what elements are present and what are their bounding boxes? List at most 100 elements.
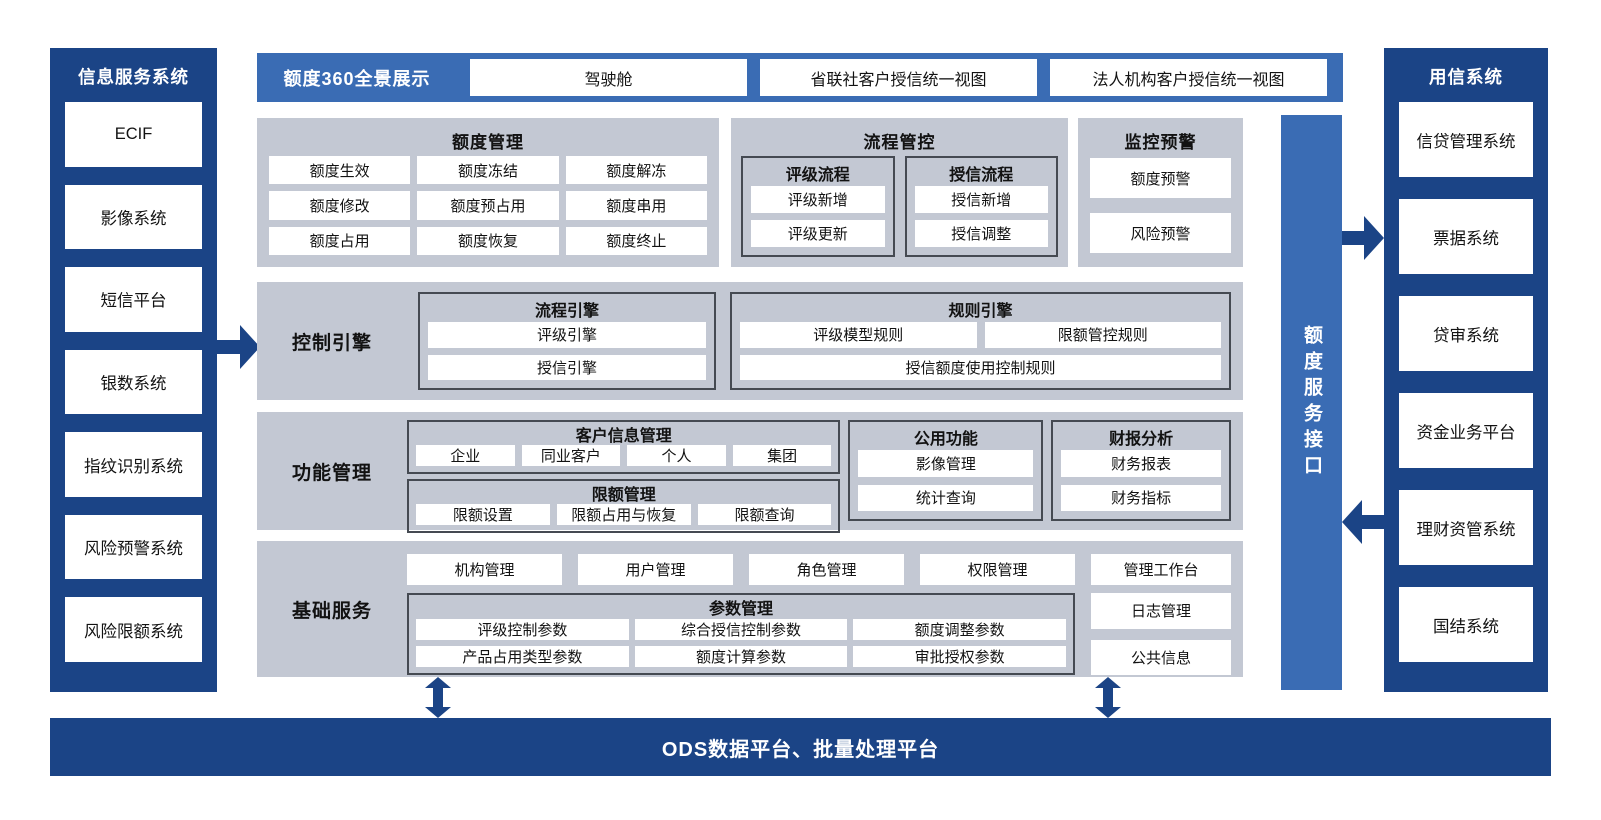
list-item: 评级更新 [751, 220, 885, 247]
overview-bar-title: 额度360全景展示 [283, 68, 431, 89]
left-arrow-icon [1342, 500, 1384, 544]
arrow-shaft [433, 688, 443, 707]
list-item: 权限管理 [920, 554, 1075, 585]
list-item: 授信调整 [914, 220, 1048, 247]
block-title: 流程管控 [863, 132, 936, 152]
group-title: 规则引擎 [948, 303, 1013, 320]
list-item: 国结系统 [1399, 587, 1533, 662]
monitoring-block: 监控预警 额度预警 风险预警 [1078, 118, 1243, 267]
info-service-title: 信息服务系统 [78, 67, 189, 87]
list-item: 短信平台 [65, 267, 202, 332]
list-item: 额度解冻 [565, 156, 707, 185]
list-item: 授信引擎 [428, 354, 706, 380]
list-item: 风险限额系统 [65, 597, 202, 663]
list-item: 额度预占用 [417, 191, 559, 220]
function-management-content: 客户信息管理 企业 同业客户 个人 集团 限额管理 限额设置 限额占用与恢复 限… [407, 412, 1243, 533]
rule-engine-bottom-row: 授信额度使用控制规则 [740, 354, 1221, 380]
right-arrow-icon [215, 325, 260, 369]
list-item: 审批授权参数 [853, 646, 1066, 667]
list-item: 风险预警系统 [65, 514, 202, 580]
group-items: 评级新增 评级更新 [751, 186, 885, 247]
list-item: 额度终止 [565, 226, 707, 255]
group-items: 财务报表 财务指标 [1061, 450, 1221, 511]
list-item: ECIF [65, 102, 202, 167]
list-item: 限额管控规则 [984, 322, 1221, 348]
row-label: 基础服务 [291, 600, 372, 622]
double-arrow-icon [425, 677, 451, 718]
list-item: 额度串用 [565, 191, 707, 220]
arrow-head [1364, 216, 1384, 260]
list-item: 贷审系统 [1399, 296, 1533, 371]
control-engine-block: 控制引擎 流程引擎 评级引擎 授信引擎 规则引擎 评级模型规则 限额管控规则 授… [257, 282, 1243, 400]
list-item: 额度预警 [1090, 158, 1231, 198]
list-item: 授信新增 [914, 186, 1048, 213]
rule-engine-top-row: 评级模型规则 限额管控规则 [740, 322, 1221, 348]
function-management-block: 功能管理 客户信息管理 企业 同业客户 个人 集团 限额管理 限额设置 [257, 412, 1243, 533]
row-label: 功能管理 [291, 462, 372, 484]
rule-engine-group: 规则引擎 评级模型规则 限额管控规则 授信额度使用控制规则 [730, 292, 1231, 390]
list-item: 评级新增 [751, 186, 885, 213]
list-item: 指纹识别系统 [65, 432, 202, 497]
group-items: 授信新增 授信调整 [914, 186, 1048, 247]
basic-services-block: 基础服务 机构管理 用户管理 角色管理 权限管理 管理工作台 参数管理 评级控制… [257, 541, 1243, 677]
arrow-head [425, 677, 451, 688]
list-item: 额度冻结 [417, 156, 559, 185]
info-service-panel: 信息服务系统 ECIF 影像系统 短信平台 银数系统 指纹识别系统 风险预警系统… [50, 48, 217, 692]
quota-management-grid: 额度生效 额度冻结 额度解冻 额度修改 额度预占用 额度串用 额度占用 额度恢复… [269, 156, 707, 255]
list-item: 机构管理 [407, 554, 562, 585]
group-title: 流程引擎 [534, 303, 599, 320]
overview-item: 法人机构客户授信统一视图 [1050, 59, 1327, 96]
credit-use-items: 信贷管理系统 票据系统 贷审系统 资金业务平台 理财资管系统 国结系统 [1399, 102, 1533, 662]
group-items: 影像管理 统计查询 [858, 450, 1034, 511]
arrow-shaft [1103, 688, 1113, 707]
list-item: 额度恢复 [417, 226, 559, 255]
group-items: 企业 同业客户 个人 集团 [416, 445, 832, 466]
group-items: 评级控制参数 综合授信控制参数 额度调整参数 产品占用类型参数 额度计算参数 审… [416, 619, 1066, 667]
list-item: 额度占用 [269, 226, 411, 255]
group-title: 客户信息管理 [575, 428, 672, 445]
list-item: 影像系统 [65, 184, 202, 250]
overview-item: 省联社客户授信统一视图 [760, 59, 1037, 96]
list-item: 资金业务平台 [1399, 393, 1533, 468]
group-title: 授信流程 [949, 167, 1014, 184]
list-item: 限额占用与恢复 [556, 504, 691, 525]
basic-services-top-row: 机构管理 用户管理 角色管理 权限管理 管理工作台 [407, 554, 1231, 585]
list-item: 理财资管系统 [1399, 490, 1533, 565]
process-control-block: 流程管控 评级流程 评级新增 评级更新 授信流程 授信新增 授信调整 [731, 118, 1068, 267]
list-item: 评级控制参数 [416, 619, 629, 640]
list-item: 评级引擎 [428, 322, 706, 348]
list-item: 票据系统 [1399, 199, 1533, 274]
info-service-items: ECIF 影像系统 短信平台 银数系统 指纹识别系统 风险预警系统 风险限额系统 [65, 102, 202, 663]
list-item: 限额设置 [416, 504, 550, 525]
process-control-groups: 评级流程 评级新增 评级更新 授信流程 授信新增 授信调整 [741, 156, 1058, 257]
basic-services-top-left: 机构管理 用户管理 角色管理 权限管理 [407, 554, 1075, 585]
list-item: 公共信息 [1091, 639, 1231, 675]
basic-services-bottom-row: 参数管理 评级控制参数 综合授信控制参数 额度调整参数 产品占用类型参数 额度计… [407, 593, 1231, 675]
data-platform-bar: ODS数据平台、批量处理平台 [50, 718, 1551, 776]
list-item: 用户管理 [578, 554, 733, 585]
arrow-head [1342, 500, 1362, 544]
right-arrow-icon [1342, 216, 1384, 260]
credit-use-title: 用信系统 [1429, 67, 1503, 87]
list-item: 统计查询 [858, 484, 1034, 511]
group-items: 限额设置 限额占用与恢复 限额查询 [416, 504, 832, 525]
rating-flow-group: 评级流程 评级新增 评级更新 [741, 156, 895, 257]
overview-bar: 额度360全景展示 驾驶舱 省联社客户授信统一视图 法人机构客户授信统一视图 [257, 53, 1343, 102]
list-item: 信贷管理系统 [1399, 102, 1533, 177]
customer-info-group: 客户信息管理 企业 同业客户 个人 集团 [407, 420, 841, 474]
double-arrow-icon [1095, 677, 1121, 718]
quota-service-interface-bar: 额度服务接口 [1281, 115, 1342, 690]
credit-flow-group: 授信流程 授信新增 授信调整 [904, 156, 1058, 257]
group-title: 财报分析 [1109, 431, 1174, 448]
list-item: 评级模型规则 [740, 322, 977, 348]
list-item: 授信额度使用控制规则 [740, 354, 1221, 380]
list-item: 角色管理 [749, 554, 904, 585]
row-label: 控制引擎 [291, 332, 372, 354]
list-item: 集团 [732, 445, 832, 466]
list-item: 额度修改 [269, 191, 411, 220]
list-item: 额度调整参数 [853, 619, 1066, 640]
basic-services-content: 机构管理 用户管理 角色管理 权限管理 管理工作台 参数管理 评级控制参数 综合… [407, 541, 1243, 677]
arrow-shaft [1362, 515, 1384, 529]
limit-management-group: 限额管理 限额设置 限额占用与恢复 限额查询 [407, 479, 841, 533]
function-left-stack: 客户信息管理 企业 同业客户 个人 集团 限额管理 限额设置 限额占用与恢复 限… [407, 420, 841, 533]
